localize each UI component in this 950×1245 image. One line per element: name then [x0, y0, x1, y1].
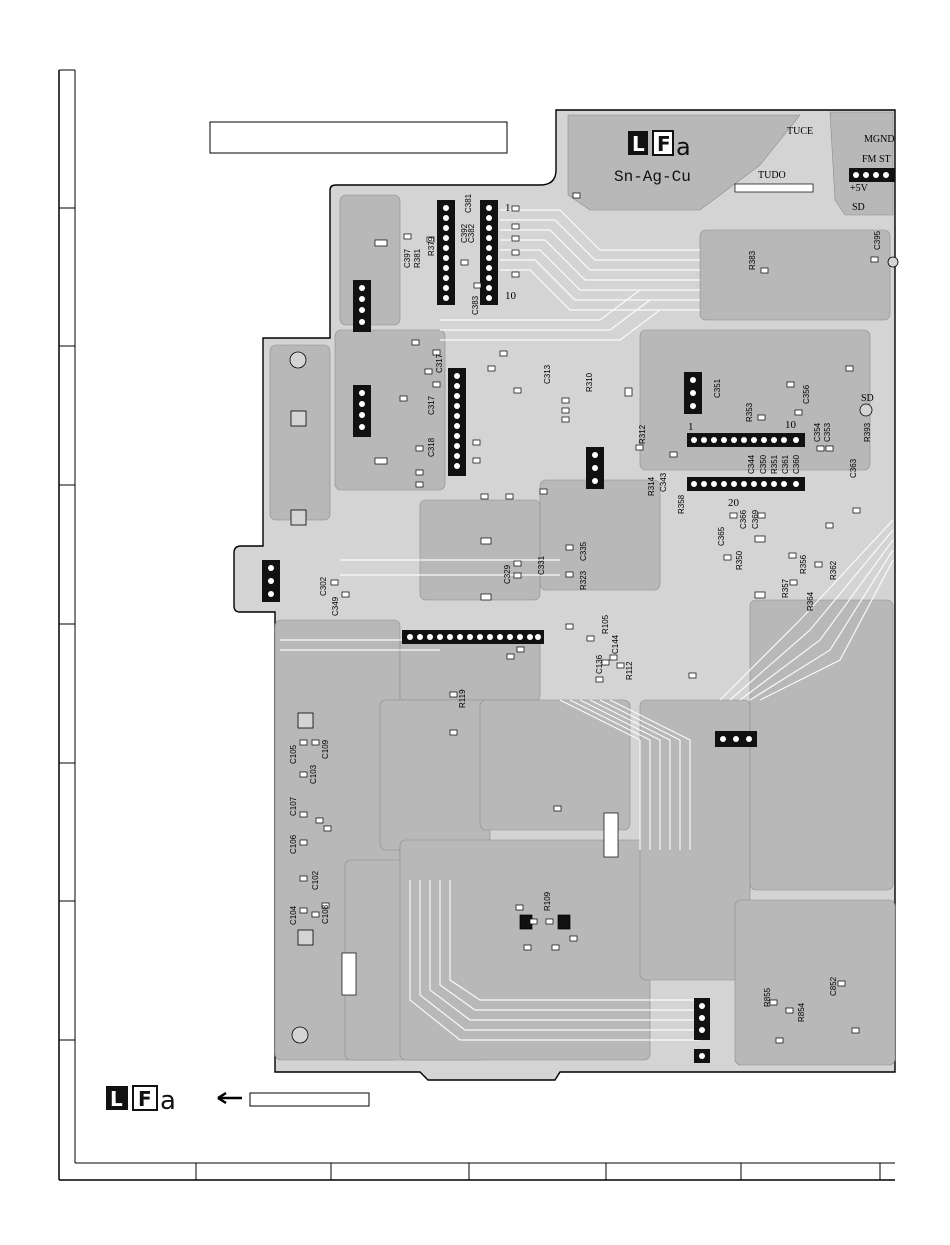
net-label-mgnd: MGND [864, 134, 895, 145]
component-label: R364 [806, 591, 815, 611]
component-label: C331 [537, 555, 546, 575]
component-label: R393 [863, 422, 872, 442]
component-label: C397 [403, 248, 412, 268]
component-label: C381 [464, 193, 473, 213]
component-label: C383 [471, 295, 480, 315]
component-label: R314 [647, 476, 656, 496]
component-label: R362 [829, 560, 838, 580]
component-label: C363 [849, 458, 858, 478]
logo-letter-f: F [657, 132, 671, 156]
alloy-label: Sn-Ag-Cu [614, 168, 691, 186]
bottom-logo-letter-l: L [110, 1087, 123, 1111]
component-label: C105 [289, 744, 298, 764]
connectors [262, 168, 895, 1063]
pin-pads [268, 172, 889, 1059]
component-label: C852 [829, 976, 838, 996]
pin-marker-10-b: 10 [785, 419, 797, 431]
component-label: R358 [677, 494, 686, 514]
component-label: C108 [321, 904, 330, 924]
title-box [209, 121, 508, 154]
component-label: R854 [797, 1002, 806, 1022]
logo-lfa: L F a Sn-Ag-Cu [614, 130, 691, 186]
component-label: C356 [802, 384, 811, 404]
bottom-label-box [249, 1092, 370, 1107]
component-label: R381 [413, 248, 422, 268]
bottom-logo-letter-f: F [138, 1087, 152, 1111]
arrow-left-icon [217, 1091, 242, 1105]
component-label: C302 [319, 576, 328, 596]
component-label: C366 [739, 509, 748, 529]
component-label: C107 [289, 796, 298, 816]
component-label: C351 [713, 378, 722, 398]
component-label: C317 [435, 353, 444, 373]
component-label: C103 [309, 764, 318, 784]
component-label: C392 [460, 223, 469, 243]
component-label: R119 [458, 689, 467, 708]
component-label: C349 [331, 596, 340, 616]
component-label: C395 [873, 230, 882, 250]
net-label-tudo: TUDO [758, 170, 786, 181]
component-label: R112 [625, 661, 634, 680]
component-label: C318 [427, 437, 436, 457]
component-label: C335 [579, 541, 588, 561]
component-label: R356 [799, 554, 808, 574]
net-label-sd-2: SD [861, 393, 874, 404]
pin-marker-10: 10 [505, 290, 517, 302]
component-label: C329 [503, 564, 512, 584]
net-label-sd: SD [852, 202, 865, 213]
component-label: R383 [748, 250, 757, 270]
pin-marker-1-b: 1 [688, 421, 694, 433]
component-label: C102 [311, 870, 320, 890]
component-label: C343 [659, 472, 668, 492]
net-label-5v: +5V [850, 183, 869, 194]
component-label: C136 [595, 654, 604, 674]
net-label-fm-st: FM ST [862, 154, 891, 165]
component-label: R310 [585, 372, 594, 392]
component-label: C382 [467, 223, 476, 243]
component-label: C353 [823, 422, 832, 442]
net-labels: TUCE MGND FM ST TUDO +5V SD SD [758, 126, 895, 404]
component-label: C365 [717, 526, 726, 546]
bottom-logo-letter-a: a [160, 1086, 176, 1116]
component-label: R105 [601, 614, 610, 634]
component-label: R323 [579, 570, 588, 590]
component-label: R855 [763, 987, 772, 1007]
component-label: C313 [543, 364, 552, 384]
component-label: R379 [427, 236, 436, 256]
component-label: C317 [427, 395, 436, 415]
component-label: R109 [543, 891, 552, 911]
component-label: C104 [289, 905, 298, 925]
logo-letter-l: L [632, 132, 645, 156]
component-labels: R379 C397 R381 C392 C381 C382 C383 R383 … [289, 193, 882, 1022]
net-label-tuce: TUCE [787, 126, 813, 137]
component-label: R351 [770, 454, 779, 474]
component-label: C360 [792, 454, 801, 474]
component-label: C361 [781, 454, 790, 474]
component-label: C354 [813, 422, 822, 442]
logo-letter-a: a [676, 133, 691, 161]
mounting-holes [289, 256, 899, 1044]
component-label: R357 [781, 578, 790, 598]
component-label: R350 [735, 550, 744, 570]
component-label: C109 [321, 739, 330, 759]
traces [280, 209, 894, 1041]
pin-markers: 1 10 10 20 1 [505, 202, 797, 509]
bottom-logo: L F a [106, 1085, 370, 1116]
component-label: C369 [751, 509, 760, 529]
smd-parts [299, 183, 879, 1044]
pin-marker-1: 1 [505, 202, 511, 214]
component-label: C350 [759, 454, 768, 474]
component-label: C144 [611, 634, 620, 654]
component-label: C106 [289, 834, 298, 854]
component-label: R312 [638, 424, 647, 444]
frame [58, 69, 895, 1181]
pin-marker-20: 20 [728, 497, 740, 509]
component-label: C344 [747, 454, 756, 474]
component-label: R353 [745, 402, 754, 422]
